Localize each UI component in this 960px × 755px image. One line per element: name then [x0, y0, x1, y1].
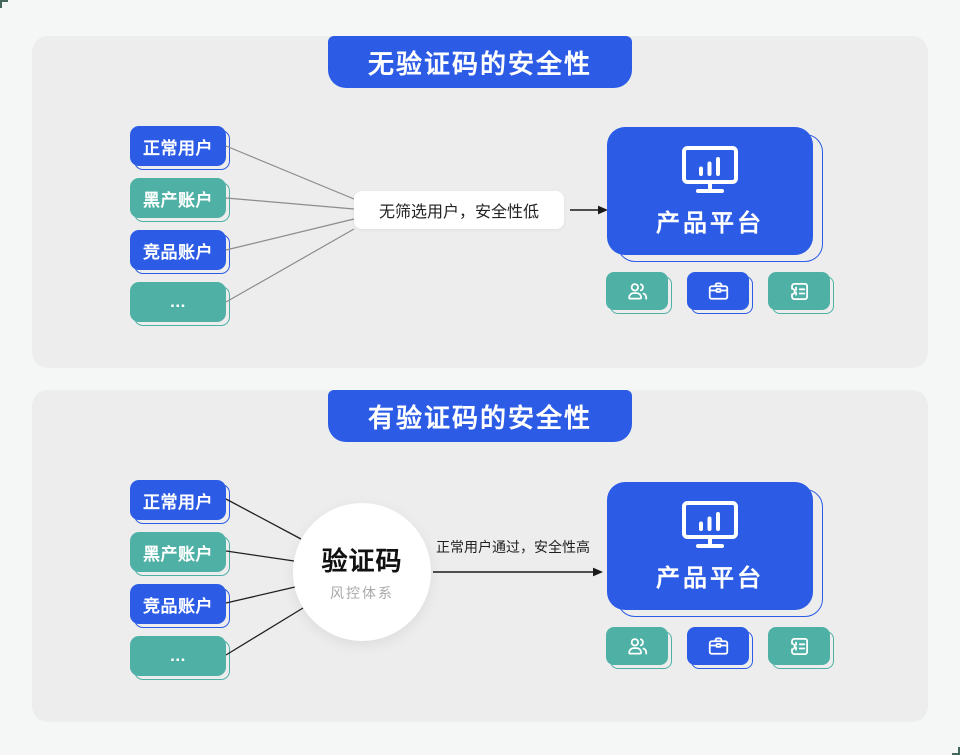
module-voucher — [768, 627, 834, 669]
source-box-others: ... — [130, 636, 230, 680]
source-box-fraud-account: 黑产账户 — [130, 532, 230, 576]
source-box-normal-user: 正常用户 — [130, 480, 230, 524]
module-briefcase — [687, 627, 753, 669]
crop-mark-top-left — [0, 0, 8, 8]
module-briefcase — [687, 272, 753, 314]
panel-title-no-captcha: 无验证码的安全性 — [328, 36, 632, 88]
module-voucher — [768, 272, 834, 314]
monitor-chart-icon — [682, 500, 738, 548]
briefcase-icon — [708, 281, 728, 300]
monitor-chart-icon — [682, 145, 738, 193]
source-connector-line — [225, 145, 355, 303]
product-platform-label: 产品平台 — [656, 209, 764, 237]
unfiltered-users-label: 无筛选用户，安全性低 — [354, 191, 564, 229]
voucher-icon — [790, 637, 808, 655]
source-box-normal-user: 正常用户 — [130, 126, 230, 170]
arrow-right-icon — [570, 205, 608, 215]
captcha-gate-subtitle: 风控体系 — [330, 585, 394, 601]
panel-title-with-captcha: 有验证码的安全性 — [328, 390, 632, 442]
crop-mark-bottom-right — [952, 747, 960, 755]
arrow-right-icon — [433, 567, 603, 577]
module-users — [606, 272, 672, 314]
panel-no-captcha: 无验证码的安全性 正常用户 黑产账户 竞品账户 ... 无筛选用户，安全性低 产… — [32, 36, 928, 368]
captcha-gate-title: 验证码 — [321, 546, 403, 576]
voucher-icon — [790, 282, 808, 300]
product-platform-label: 产品平台 — [656, 564, 764, 592]
product-platform-card: 产品平台 — [607, 127, 823, 262]
briefcase-icon — [708, 636, 728, 655]
captcha-gate-circle: 验证码 风控体系 — [293, 503, 431, 641]
module-users — [606, 627, 672, 669]
source-box-competitor-account: 竞品账户 — [130, 584, 230, 628]
product-platform-card: 产品平台 — [607, 482, 823, 617]
source-box-competitor-account: 竞品账户 — [130, 230, 230, 274]
source-box-fraud-account: 黑产账户 — [130, 178, 230, 222]
users-icon — [627, 637, 647, 655]
users-icon — [627, 282, 647, 300]
source-box-others: ... — [130, 282, 230, 326]
panel-with-captcha: 有验证码的安全性 正常用户 黑产账户 竞品账户 ... 验证码 风控体系 正常用… — [32, 390, 928, 722]
source-connector-line — [225, 498, 304, 656]
pass-through-label: 正常用户通过，安全性高 — [436, 539, 590, 555]
